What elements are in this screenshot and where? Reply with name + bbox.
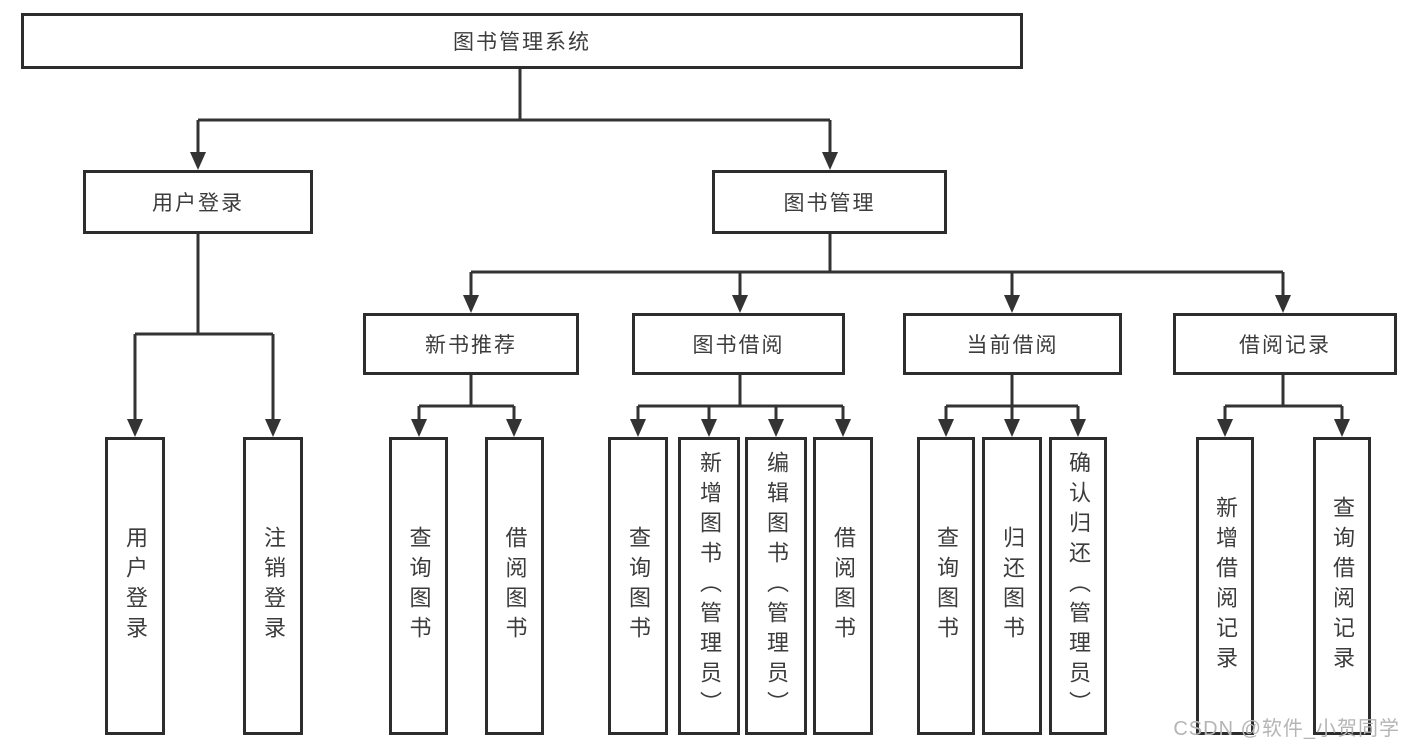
node-book-borrowing: 图书借阅 — [632, 313, 845, 375]
leaf-add-books-admin: 新增图书（管理员） — [678, 437, 740, 735]
leaf-add-borrowing-record: 新增借阅记录 — [1196, 437, 1254, 735]
leaf-borrow-books-recommend: 借阅图书 — [485, 437, 544, 735]
connector-current-borrowing — [938, 375, 1086, 437]
leaf-query-books-current: 查询图书 — [917, 437, 975, 735]
connector-book-management — [463, 234, 1291, 313]
connector-new-book-recommend — [411, 375, 522, 437]
leaf-query-books-borrowing: 查询图书 — [608, 437, 668, 735]
leaf-edit-books-admin: 编辑图书（管理员） — [745, 437, 807, 735]
connector-user-login — [127, 234, 281, 437]
node-book-management: 图书管理 — [712, 170, 947, 234]
node-user-login: 用户登录 — [83, 170, 313, 234]
node-current-borrowing: 当前借阅 — [903, 313, 1122, 375]
leaf-confirm-return-admin: 确认归还（管理员） — [1049, 437, 1107, 735]
connector-borrowing-records — [1217, 375, 1350, 437]
leaf-query-books-recommend: 查询图书 — [389, 437, 448, 735]
csdn-watermark: CSDN @软件_小贺同学 — [1173, 718, 1400, 740]
leaf-query-borrowing-record: 查询借阅记录 — [1313, 437, 1371, 735]
node-new-book-recommend: 新书推荐 — [363, 313, 579, 375]
leaf-logout: 注销登录 — [243, 437, 303, 735]
leaf-user-login: 用户登录 — [105, 437, 165, 735]
leaf-borrow-books: 借阅图书 — [813, 437, 873, 735]
connector-root — [190, 69, 838, 170]
node-borrowing-records: 借阅记录 — [1173, 313, 1397, 375]
connector-book-borrowing — [630, 375, 851, 437]
leaf-return-books: 归还图书 — [982, 437, 1042, 735]
node-root-library-management-system: 图书管理系统 — [21, 13, 1023, 69]
